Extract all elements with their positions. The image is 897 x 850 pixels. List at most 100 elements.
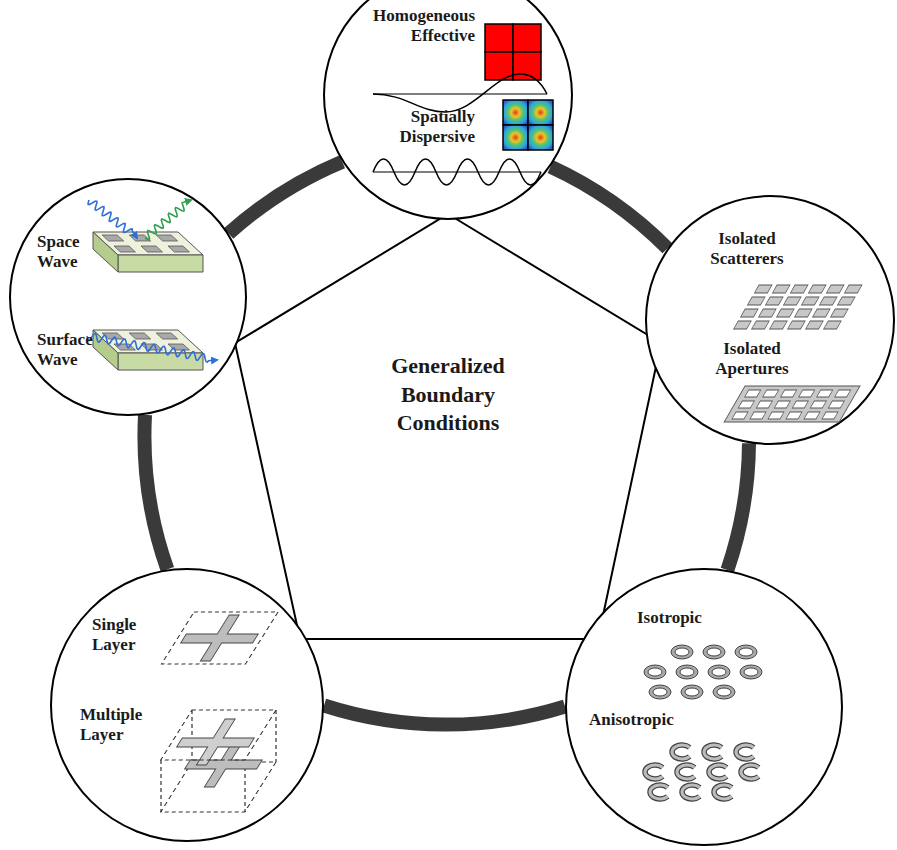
short-wave bbox=[373, 159, 541, 185]
label-slot: Homogeneous Effective bbox=[357, 6, 475, 47]
ring bbox=[676, 665, 698, 679]
drawing-part bbox=[165, 719, 266, 765]
drawing-part bbox=[165, 719, 266, 765]
resonator-illustration bbox=[567, 570, 845, 848]
ring-connector bbox=[324, 706, 565, 725]
ring-hole bbox=[707, 648, 721, 656]
patch bbox=[102, 235, 123, 241]
scatterer bbox=[788, 321, 806, 329]
drawing-part bbox=[528, 100, 553, 125]
aperture bbox=[835, 390, 851, 397]
scatterer bbox=[808, 285, 826, 293]
aperture bbox=[822, 412, 838, 419]
aperture bbox=[828, 401, 844, 408]
category-circle: IsotropicAnisotropic bbox=[565, 568, 843, 846]
aperture bbox=[774, 401, 790, 408]
drawing-part bbox=[161, 710, 276, 812]
category-circle: Homogeneous EffectiveSpatially Dispersiv… bbox=[323, 0, 573, 220]
split-ring bbox=[645, 765, 663, 779]
drawing-part bbox=[528, 125, 553, 150]
aperture bbox=[781, 390, 797, 397]
scatterer bbox=[777, 309, 795, 317]
ring-connector bbox=[727, 443, 749, 570]
split-ring bbox=[682, 785, 700, 799]
center-pentagon: Generalized Boundary Conditions bbox=[234, 213, 662, 640]
aperture bbox=[756, 401, 772, 408]
category-label: Isolated Scatterers bbox=[692, 229, 802, 270]
aperture bbox=[768, 412, 784, 419]
category-label: Single Layer bbox=[92, 615, 164, 656]
split-ring-array bbox=[645, 745, 759, 799]
ring-array bbox=[644, 645, 762, 699]
split-ring bbox=[741, 765, 759, 779]
drawing-part bbox=[235, 214, 661, 639]
aperture bbox=[792, 401, 808, 408]
split-ring bbox=[714, 785, 732, 799]
dispersive-cells bbox=[503, 100, 553, 150]
ring-connector bbox=[144, 415, 167, 570]
ring-hole bbox=[648, 668, 662, 676]
label-slot: Generalized Boundary Conditions bbox=[368, 352, 528, 438]
drawing-part bbox=[275, 710, 276, 762]
ring-hole bbox=[675, 648, 689, 656]
category-circle: Space WaveSurface Wave bbox=[9, 178, 247, 416]
patch bbox=[168, 246, 189, 252]
scatterer bbox=[783, 297, 801, 305]
aperture bbox=[732, 412, 748, 419]
ring-hole bbox=[653, 688, 667, 696]
drawing-part bbox=[732, 390, 851, 419]
label-slot: Multiple Layer bbox=[80, 705, 162, 746]
ring-hole bbox=[685, 688, 699, 696]
scatterer bbox=[770, 321, 788, 329]
aperture bbox=[750, 412, 766, 419]
patch bbox=[141, 246, 162, 252]
scatterer bbox=[747, 297, 765, 305]
ring-connector bbox=[229, 162, 343, 234]
drawing-part bbox=[191, 710, 192, 762]
drawing-part bbox=[160, 760, 161, 812]
drawing-part bbox=[503, 100, 528, 125]
category-label: Isotropic bbox=[637, 608, 702, 628]
patch bbox=[114, 246, 135, 252]
label-slot: Isotropic bbox=[637, 608, 747, 628]
ring bbox=[708, 665, 730, 679]
category-circle: Isolated ScatterersIsolated Apertures bbox=[645, 195, 895, 445]
label-slot: Isolated Scatterers bbox=[692, 229, 802, 270]
split-ring bbox=[709, 765, 727, 779]
ring-hole bbox=[744, 668, 758, 676]
split-ring bbox=[736, 745, 754, 759]
aperture bbox=[810, 401, 826, 408]
patch bbox=[156, 235, 177, 241]
category-label: Multiple Layer bbox=[80, 705, 162, 746]
drawing-part bbox=[173, 741, 274, 787]
drawing-part bbox=[513, 52, 541, 80]
patch bbox=[156, 333, 177, 339]
split-ring bbox=[709, 765, 727, 779]
scatterer bbox=[819, 297, 837, 305]
scatterer bbox=[752, 321, 770, 329]
split-ring bbox=[741, 765, 759, 779]
split-ring bbox=[677, 765, 695, 779]
scatterer bbox=[806, 321, 824, 329]
split-ring bbox=[650, 785, 668, 799]
ring-hole bbox=[717, 688, 731, 696]
slab bbox=[93, 232, 203, 272]
drawing-part bbox=[161, 710, 276, 760]
slab bbox=[93, 330, 203, 370]
patch bbox=[129, 333, 150, 339]
drawing-part bbox=[503, 125, 528, 150]
label-slot: Spatially Dispersive bbox=[357, 107, 475, 148]
scatterer bbox=[844, 285, 862, 293]
split-ring bbox=[714, 785, 732, 799]
scatterer bbox=[824, 321, 842, 329]
wave-illustration bbox=[11, 180, 249, 418]
aperture bbox=[738, 401, 754, 408]
split-ring bbox=[650, 785, 668, 799]
scatterer bbox=[790, 285, 808, 293]
scatterer bbox=[826, 285, 844, 293]
category-label: Spatially Dispersive bbox=[357, 107, 475, 148]
aperture bbox=[745, 390, 761, 397]
aperture bbox=[786, 412, 802, 419]
ring-hole bbox=[739, 648, 753, 656]
